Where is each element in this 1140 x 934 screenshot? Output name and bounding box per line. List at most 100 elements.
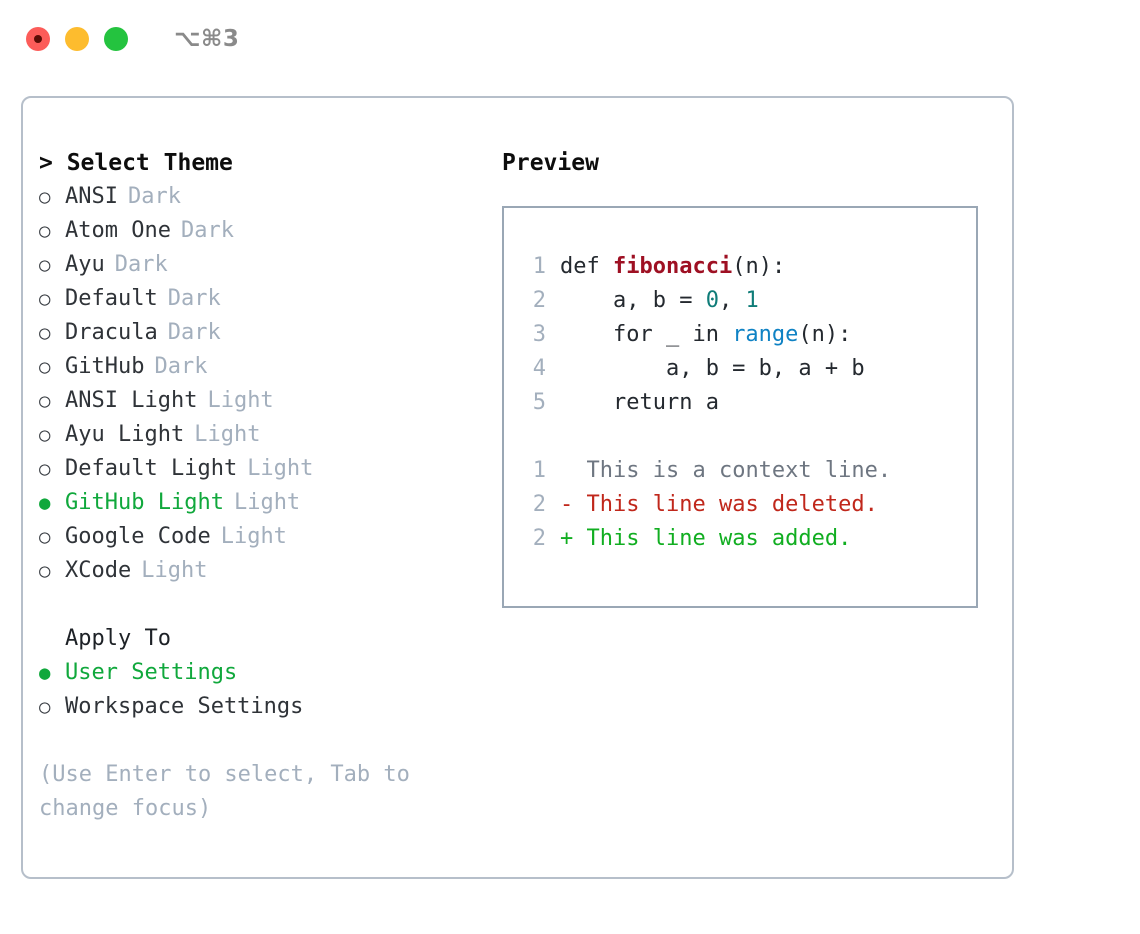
diff-sample: 1 This is a context line.2- This line wa… (518, 454, 976, 556)
theme-variant-tag: Light (233, 490, 301, 515)
code-token: def (560, 254, 613, 279)
apply-to-option-label: Workspace Settings (65, 694, 304, 719)
theme-variant-tag: Light (247, 456, 314, 481)
maximize-button[interactable] (104, 27, 128, 51)
theme-option-label: Google Code (65, 524, 211, 549)
code-line-text: def fibonacci(n): (560, 250, 785, 284)
diff-line-text: This line was deleted. (586, 492, 878, 517)
code-token: 0 (705, 288, 719, 313)
theme-option-label: GitHub (65, 354, 145, 379)
radio-selected-icon: ● (39, 492, 51, 514)
keyboard-hint: (Use Enter to select, Tab to change focu… (39, 762, 410, 821)
select-theme-header: > Select Theme (39, 150, 233, 176)
code-token: (n): (732, 254, 786, 279)
line-number: 1 (532, 458, 546, 483)
code-token: return a (560, 390, 719, 415)
code-line-text: a, b = b, a + b (560, 352, 865, 386)
apply-to-section: Apply To ●User Settings ○ Workspace Settin… (39, 622, 479, 724)
radio-unselected-icon: ○ (39, 390, 51, 412)
theme-variant-tag: Dark (127, 184, 181, 209)
apply-to-option[interactable]: ○ Workspace Settings (39, 690, 479, 724)
code-line: 3 for _ in range(n): (518, 318, 976, 352)
theme-option-label: Ayu (65, 252, 105, 277)
preview-spacer (518, 420, 976, 454)
theme-variant-tag: Dark (154, 354, 208, 379)
line-number: 2 (532, 288, 546, 313)
code-line: 1 def fibonacci(n): (518, 250, 976, 284)
theme-variant-tag: Dark (114, 252, 168, 277)
diff-line-text: This line was added. (586, 526, 852, 551)
theme-option-label: ANSI Light (65, 388, 198, 413)
line-number: 1 (532, 254, 546, 279)
radio-unselected-icon: ○ (39, 356, 51, 378)
theme-variant-tag: Light (141, 558, 208, 583)
theme-variant-tag: Light (207, 388, 274, 413)
theme-option[interactable]: ○ GitHub Dark (39, 350, 479, 384)
line-number: 2 (532, 526, 546, 551)
theme-option[interactable]: ○ Atom One Dark (39, 214, 479, 248)
close-button[interactable] (26, 27, 50, 51)
apply-to-title: Apply To (65, 626, 171, 651)
theme-variant-tag: Light (194, 422, 261, 447)
window-controls (26, 27, 128, 51)
diff-line-text: This is a context line. (586, 458, 892, 483)
code-token: range (732, 322, 799, 347)
theme-option-label: GitHub Light (65, 490, 224, 515)
radio-unselected-icon: ○ (39, 458, 51, 480)
theme-variant-tag: Light (220, 524, 287, 549)
radio-unselected-icon: ○ (39, 288, 51, 310)
line-number: 4 (532, 356, 546, 381)
apply-to-list[interactable]: ●User Settings ○ Workspace Settings (39, 656, 479, 724)
keyboard-shortcut-label: ⌥⌘3 (174, 26, 240, 52)
theme-option[interactable]: ● GitHub Light Light (39, 486, 479, 520)
code-token: 1 (745, 288, 759, 313)
code-token: a, b = b, a + b (560, 356, 865, 381)
code-line: 4 a, b = b, a + b (518, 352, 976, 386)
line-number: 3 (532, 322, 546, 347)
theme-option-label: Ayu Light (65, 422, 185, 447)
radio-unselected-icon: ○ (39, 220, 51, 242)
diff-marker: - (560, 492, 587, 517)
theme-option[interactable]: ○ Google Code Light (39, 520, 479, 554)
diff-line: 2- This line was deleted. (518, 488, 976, 522)
code-token: a, b = (560, 288, 706, 313)
theme-option-label: Atom One (65, 218, 171, 243)
theme-option[interactable]: ○ Default Light Light (39, 452, 479, 486)
diff-line: 1 This is a context line. (518, 454, 976, 488)
line-number: 2 (532, 492, 546, 517)
radio-unselected-icon: ○ (39, 526, 51, 548)
apply-to-option-label: User Settings (65, 660, 238, 685)
code-line-text: for _ in range(n): (560, 318, 851, 352)
theme-option[interactable]: ○ ANSI Light Light (39, 384, 479, 418)
theme-option-label: Default (65, 286, 158, 311)
diff-line: 2+ This line was added. (518, 522, 976, 556)
minimize-button[interactable] (65, 27, 89, 51)
code-line: 5 return a (518, 386, 976, 420)
radio-unselected-icon: ○ (39, 696, 51, 718)
code-line-text: return a (560, 386, 719, 420)
code-token: for _ in (560, 322, 733, 347)
theme-variant-tag: Dark (180, 218, 234, 243)
titlebar: ⌥⌘3 (0, 0, 1140, 78)
apply-to-option[interactable]: ●User Settings (39, 656, 479, 690)
theme-option-label: Default Light (65, 456, 238, 481)
radio-unselected-icon: ○ (39, 322, 51, 344)
preview-header: Preview (502, 150, 599, 176)
code-line-text: a, b = 0, 1 (560, 284, 759, 318)
code-line: 2 a, b = 0, 1 (518, 284, 976, 318)
theme-option-label: ANSI (65, 184, 118, 209)
theme-option-label: Dracula (65, 320, 158, 345)
